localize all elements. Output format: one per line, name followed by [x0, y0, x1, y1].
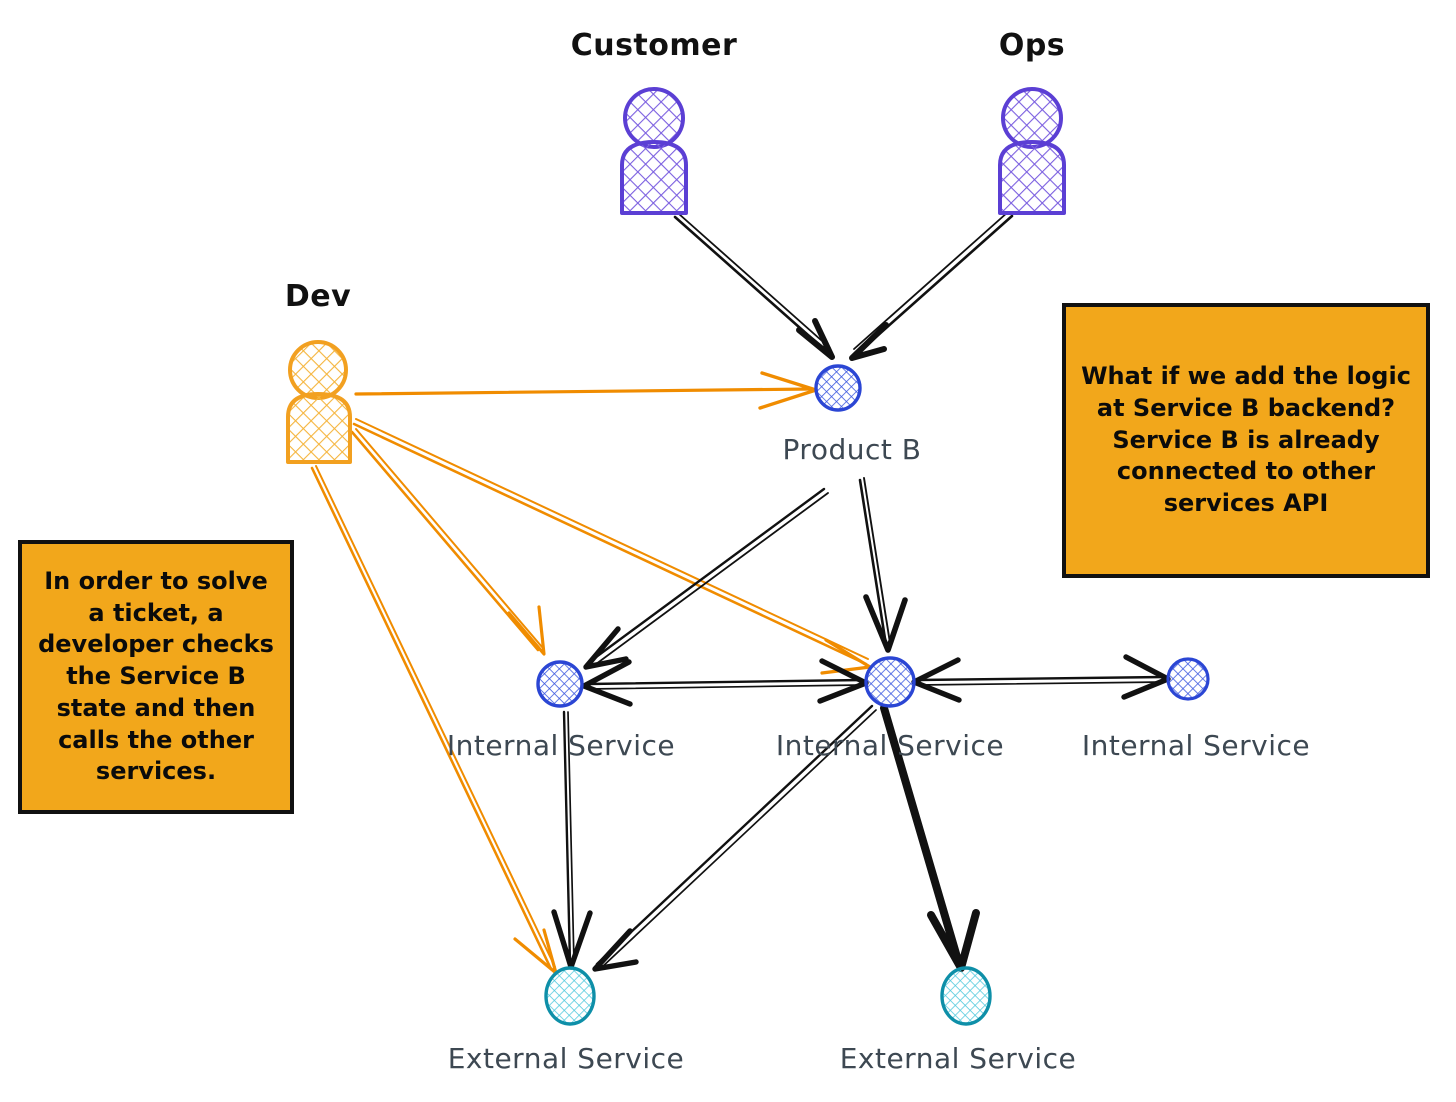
edge-product-b-to-internal-2 — [858, 477, 908, 653]
edge-ops-to-product-b — [849, 211, 1014, 361]
node-label-external-service-2: External Service — [840, 1042, 1077, 1075]
note-dev-flow[interactable]: In order to solve a ticket, a developer … — [18, 540, 294, 814]
node-internal-service-2[interactable]: Internal Service — [776, 656, 1004, 762]
actor-dev[interactable]: Dev — [285, 279, 352, 464]
node-internal-service-1[interactable]: Internal Service — [447, 660, 675, 762]
node-label-internal-service-3: Internal Service — [1082, 729, 1310, 762]
edge-dev-to-product-b — [354, 371, 818, 410]
note-service-b-idea-text: What if we add the logic at Service B ba… — [1081, 362, 1411, 517]
actor-label-customer: Customer — [571, 28, 738, 63]
actor-ops[interactable]: Ops — [998, 28, 1066, 215]
node-label-product-b: Product B — [783, 433, 922, 466]
node-external-service-1[interactable]: External Service — [448, 966, 685, 1075]
node-label-external-service-1: External Service — [448, 1042, 685, 1075]
edge-customer-to-product-b — [673, 213, 835, 360]
node-product-b[interactable]: Product B — [783, 364, 922, 466]
actor-customer[interactable]: Customer — [571, 28, 738, 215]
edge-dev-to-internal-1 — [350, 428, 546, 656]
edge-product-b-to-internal-1 — [583, 487, 829, 670]
actor-label-ops: Ops — [999, 28, 1065, 63]
note-service-b-idea[interactable]: What if we add the logic at Service B ba… — [1062, 303, 1430, 578]
edge-internal-2-to-internal-3 — [911, 654, 1171, 703]
node-label-internal-service-1: Internal Service — [447, 729, 675, 762]
node-label-internal-service-2: Internal Service — [776, 729, 1004, 762]
edge-dev-to-external-1 — [310, 465, 558, 975]
edge-internal-1-to-internal-2 — [581, 658, 869, 707]
node-internal-service-3[interactable]: Internal Service — [1082, 657, 1310, 762]
edges-group — [310, 211, 1171, 975]
edge-internal-2-to-external-1 — [592, 704, 877, 972]
note-dev-flow-text: In order to solve a ticket, a developer … — [38, 567, 274, 786]
node-external-service-2[interactable]: External Service — [840, 966, 1077, 1075]
actor-label-dev: Dev — [285, 279, 351, 314]
